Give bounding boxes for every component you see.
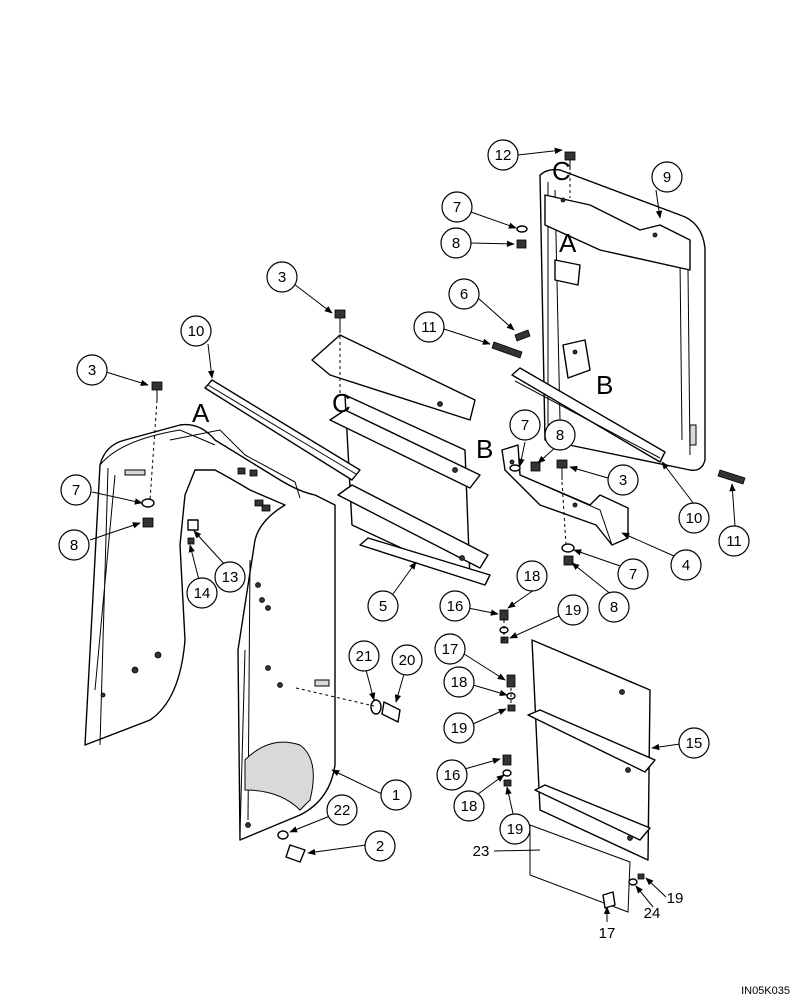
callout-18-balloon-upper: 18 bbox=[516, 560, 548, 592]
callout-2-balloon: 2 bbox=[364, 830, 396, 862]
callout-3-label-grille: 3 bbox=[278, 269, 286, 286]
callout-18-balloon-lower: 18 bbox=[453, 790, 485, 822]
upper-grille-part bbox=[311, 334, 491, 586]
ref-letter-c-left: C bbox=[332, 388, 351, 418]
callout-18-label-middle: 18 bbox=[451, 674, 468, 691]
seal-strip-right bbox=[511, 367, 666, 463]
callout-11-label-right: 11 bbox=[726, 533, 742, 550]
ref-letter-b-left: B bbox=[476, 434, 493, 464]
lower-screen-part bbox=[527, 639, 656, 861]
callout-20-label: 20 bbox=[399, 652, 416, 669]
assembly-lines bbox=[149, 172, 571, 707]
callout-7-label-top: 7 bbox=[453, 199, 461, 216]
callout-14-balloon: 14 bbox=[186, 577, 218, 609]
callout-17-label-bottom: 17 bbox=[599, 925, 616, 942]
callout-3-balloon-left: 3 bbox=[76, 354, 108, 386]
plain-callouts: 23 19 24 17 bbox=[473, 843, 684, 942]
callout-7-label-b: 7 bbox=[521, 417, 529, 434]
callout-13-label: 13 bbox=[222, 569, 239, 586]
callout-17-label-middle: 17 bbox=[442, 641, 459, 658]
callout-8-balloon-b: 8 bbox=[544, 419, 576, 451]
callout-24-label: 24 bbox=[644, 905, 661, 922]
callout-7-balloon-left: 7 bbox=[60, 474, 92, 506]
callout-7-label-left: 7 bbox=[72, 482, 80, 499]
callout-6-balloon: 6 bbox=[448, 278, 480, 310]
ref-letter-c-top: C bbox=[552, 156, 571, 186]
callout-14-label: 14 bbox=[194, 585, 211, 602]
callout-8-label-left: 8 bbox=[70, 537, 78, 554]
callout-16-label-upper: 16 bbox=[447, 598, 464, 615]
callout-19-label-middle: 19 bbox=[451, 720, 468, 737]
callout-12-label: 12 bbox=[495, 147, 512, 164]
callout-23-label: 23 bbox=[473, 843, 490, 860]
callout-16-balloon-upper: 16 bbox=[439, 590, 471, 622]
callout-4-balloon: 4 bbox=[670, 549, 702, 581]
callout-5-balloon: 5 bbox=[367, 590, 399, 622]
callout-10-balloon-left: 10 bbox=[180, 315, 212, 347]
callout-1-label: 1 bbox=[392, 787, 400, 804]
callout-16-label-lower: 16 bbox=[444, 767, 461, 784]
seal-strip-left bbox=[204, 379, 361, 481]
callout-11-label-top: 11 bbox=[421, 319, 437, 336]
callout-18-label-upper: 18 bbox=[524, 568, 541, 585]
callout-22-label: 22 bbox=[334, 802, 351, 819]
callout-8-balloon-left: 8 bbox=[58, 529, 90, 561]
callout-5-label: 5 bbox=[379, 598, 387, 615]
callout-19-balloon-middle: 19 bbox=[443, 712, 475, 744]
callout-8-balloon-bracket: 8 bbox=[598, 591, 630, 623]
callout-2-label: 2 bbox=[376, 838, 384, 855]
callout-3-label-bracket: 3 bbox=[619, 472, 627, 489]
callout-18-label-lower: 18 bbox=[461, 798, 478, 815]
ref-letter-b-right: B bbox=[596, 370, 613, 400]
callout-6-label: 6 bbox=[460, 286, 468, 303]
side-shroud-part bbox=[84, 423, 336, 841]
callout-10-balloon-right: 10 bbox=[678, 502, 710, 534]
callout-19-label-upper: 19 bbox=[565, 602, 582, 619]
callout-22-balloon: 22 bbox=[326, 794, 358, 826]
callout-7-balloon-b: 7 bbox=[509, 409, 541, 441]
callout-15-balloon: 15 bbox=[678, 727, 710, 759]
callout-20-balloon: 20 bbox=[391, 644, 423, 676]
callout-15-label: 15 bbox=[686, 735, 703, 752]
callout-19-label-bottom: 19 bbox=[667, 890, 684, 907]
callout-19-balloon-lower: 19 bbox=[499, 813, 531, 845]
ref-letter-a-left: A bbox=[192, 398, 210, 428]
callout-10-label-left: 10 bbox=[188, 323, 205, 340]
ref-letter-a-top: A bbox=[559, 228, 577, 258]
callout-21-balloon: 21 bbox=[348, 640, 380, 672]
callout-19-balloon-upper: 19 bbox=[557, 594, 589, 626]
callout-7-label-bracket: 7 bbox=[629, 566, 637, 583]
fine-screen-part bbox=[529, 824, 631, 913]
reference-letters: C A B A C B bbox=[192, 156, 613, 464]
callout-9-label: 9 bbox=[663, 169, 671, 186]
callout-8-label-b: 8 bbox=[556, 427, 564, 444]
top-frame-part bbox=[539, 168, 706, 471]
callout-7-balloon-top: 7 bbox=[441, 191, 473, 223]
callout-16-balloon-lower: 16 bbox=[436, 759, 468, 791]
callout-12-balloon: 12 bbox=[487, 139, 519, 171]
callout-8-label-top: 8 bbox=[452, 235, 460, 252]
callout-13-balloon: 13 bbox=[214, 561, 246, 593]
drawing-id: IN05K035 bbox=[741, 985, 790, 997]
callout-1-balloon: 1 bbox=[380, 779, 412, 811]
callout-11-balloon-top: 11 bbox=[413, 311, 445, 343]
callout-11-balloon-right: 11 bbox=[718, 525, 750, 557]
callout-8-balloon-top: 8 bbox=[440, 227, 472, 259]
callout-7-balloon-bracket: 7 bbox=[617, 558, 649, 590]
callout-21-label: 21 bbox=[356, 648, 373, 665]
callout-10-label-right: 10 bbox=[686, 510, 703, 527]
callout-17-balloon-middle: 17 bbox=[434, 633, 466, 665]
callout-9-balloon: 9 bbox=[651, 161, 683, 193]
callout-3-label-left: 3 bbox=[88, 362, 96, 379]
callout-18-balloon-middle: 18 bbox=[443, 666, 475, 698]
callout-4-label: 4 bbox=[682, 557, 690, 574]
callout-balloons: 12 9 7 8 3 6 11 10 3 7 8 7 8 3 10 11 4 7… bbox=[58, 139, 750, 862]
callout-19-label-lower: 19 bbox=[507, 821, 524, 838]
callout-3-balloon-grille: 3 bbox=[266, 261, 298, 293]
callout-8-label-bracket: 8 bbox=[610, 599, 618, 616]
callout-3-balloon-bracket: 3 bbox=[607, 464, 639, 496]
